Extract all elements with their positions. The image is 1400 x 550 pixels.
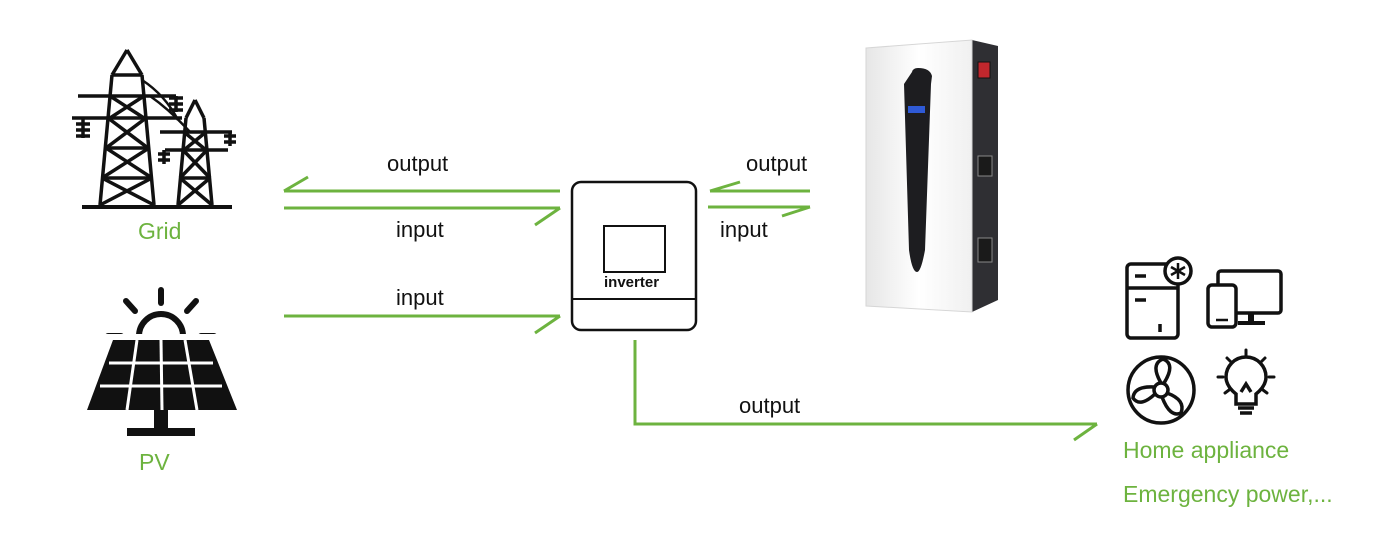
- pv-input-label: input: [396, 285, 444, 310]
- pv-input-arrow: [284, 314, 561, 335]
- battery-output-label: output: [746, 151, 808, 176]
- grid-output-arrow: [283, 175, 560, 193]
- load-output-label: output: [739, 393, 801, 418]
- grid-output-label: output: [387, 151, 449, 176]
- pv-solar-icon: [87, 287, 237, 436]
- load-output-arrow: [633, 340, 1098, 442]
- battery-output-arrow: [709, 180, 810, 193]
- inverter-screen: [603, 225, 666, 273]
- pv-label: PV: [139, 449, 170, 475]
- home-appliance-label: Home appliance: [1123, 437, 1290, 463]
- inverter-box: [570, 180, 698, 332]
- fridge-icon: [1125, 256, 1193, 340]
- battery-input-label: input: [720, 217, 768, 242]
- grid-tower-icon: [72, 49, 236, 209]
- grid-input-arrow: [284, 206, 561, 227]
- emergency-power-label: Emergency power,...: [1123, 481, 1333, 507]
- battery-input-arrow: [708, 205, 811, 218]
- grid-input-label: input: [396, 217, 444, 242]
- devices-icon: [1206, 269, 1283, 329]
- light-bulb-icon: [1216, 348, 1276, 415]
- inverter-label: inverter: [604, 274, 660, 291]
- battery-unit-image: [865, 39, 998, 313]
- grid-label: Grid: [138, 218, 182, 244]
- arrows: [283, 175, 1098, 442]
- fan-icon: [1126, 355, 1196, 425]
